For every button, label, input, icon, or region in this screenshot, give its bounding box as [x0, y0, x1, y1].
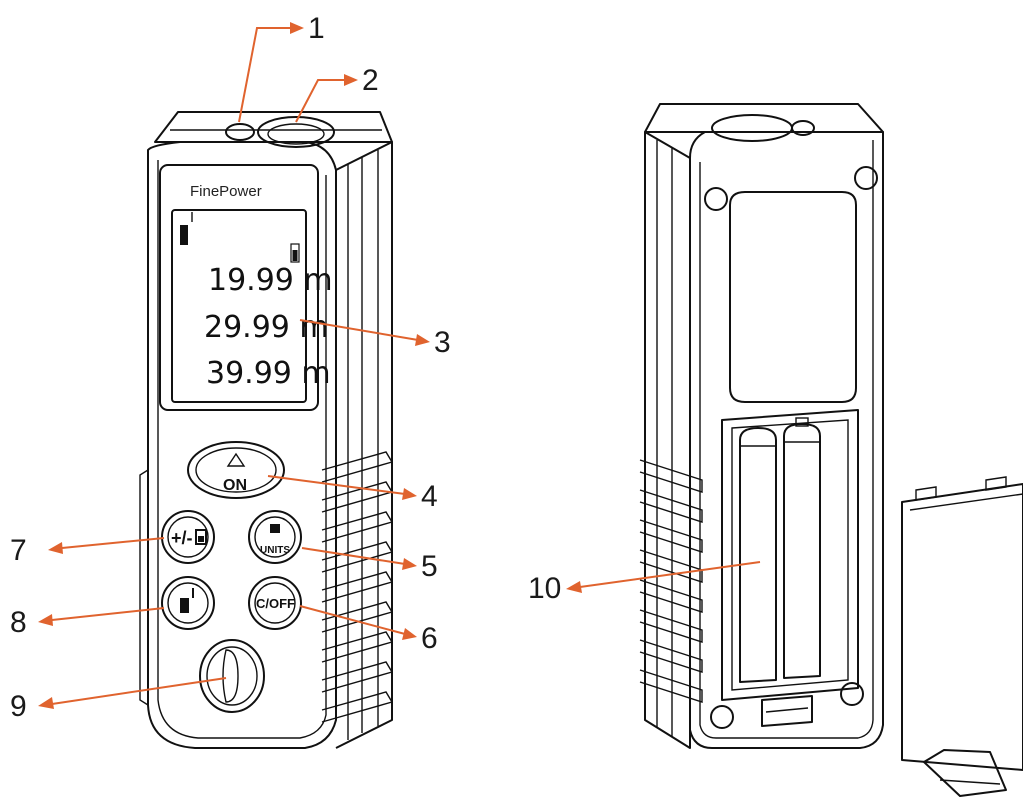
battery-icon	[290, 243, 300, 263]
laser-aperture	[225, 123, 255, 141]
callout-9: 9	[10, 690, 27, 723]
device-back-view	[639, 103, 884, 749]
back-screw-br	[840, 682, 864, 706]
reference-button[interactable]	[161, 576, 215, 630]
callout-4: 4	[421, 480, 438, 513]
add-subtract-button[interactable]	[161, 510, 215, 564]
back-side-grip-ribs	[639, 459, 703, 703]
callout-6: 6	[421, 622, 438, 655]
callout-1: 1	[308, 12, 325, 45]
display-panel	[159, 164, 319, 411]
add-subtract-icon: +/-	[171, 528, 193, 548]
clear-off-button-label: C/OFF	[256, 596, 295, 611]
callout-5: 5	[421, 550, 438, 583]
units-button[interactable]	[248, 510, 302, 564]
battery-1	[739, 427, 777, 683]
on-button-label: ON	[223, 477, 247, 494]
back-screw-bl	[710, 705, 734, 729]
measure-mode-icon	[180, 225, 188, 245]
battery-2	[783, 423, 821, 679]
lcd-screen	[171, 209, 307, 403]
on-measure-button[interactable]	[187, 441, 285, 499]
battery-cover	[901, 476, 1023, 797]
callout-7: 7	[10, 534, 27, 567]
bottom-knob[interactable]	[199, 639, 265, 713]
clear-off-button[interactable]	[248, 576, 302, 630]
callout-3: 3	[434, 326, 451, 359]
reference-icon	[180, 598, 189, 613]
label-recess	[729, 191, 857, 403]
back-screw-tl	[704, 187, 728, 211]
callout-8: 8	[10, 606, 27, 639]
lcd-reading-1: 19.99 m	[208, 263, 333, 298]
battery-latch	[761, 695, 813, 727]
callout-labels: 1 2 3 4 5 6 7 8 9 10	[10, 12, 561, 723]
side-grip-ribs	[321, 451, 394, 723]
back-screw-tr	[854, 166, 878, 190]
callout-arrows	[38, 22, 761, 709]
brand-logo: FinePower	[190, 183, 262, 200]
callout-2: 2	[362, 64, 379, 97]
receiver-lens	[257, 116, 335, 148]
units-button-label: UNITS	[260, 545, 290, 556]
callout-10: 10	[528, 572, 561, 605]
battery-compartment	[721, 409, 859, 701]
lcd-reading-2: 29.99 m	[204, 310, 329, 345]
device-front-view: FinePower 19.99 m 29.99 m 39.99 m ON +/-…	[139, 111, 394, 749]
lcd-reading-3: 39.99 m	[206, 356, 331, 391]
